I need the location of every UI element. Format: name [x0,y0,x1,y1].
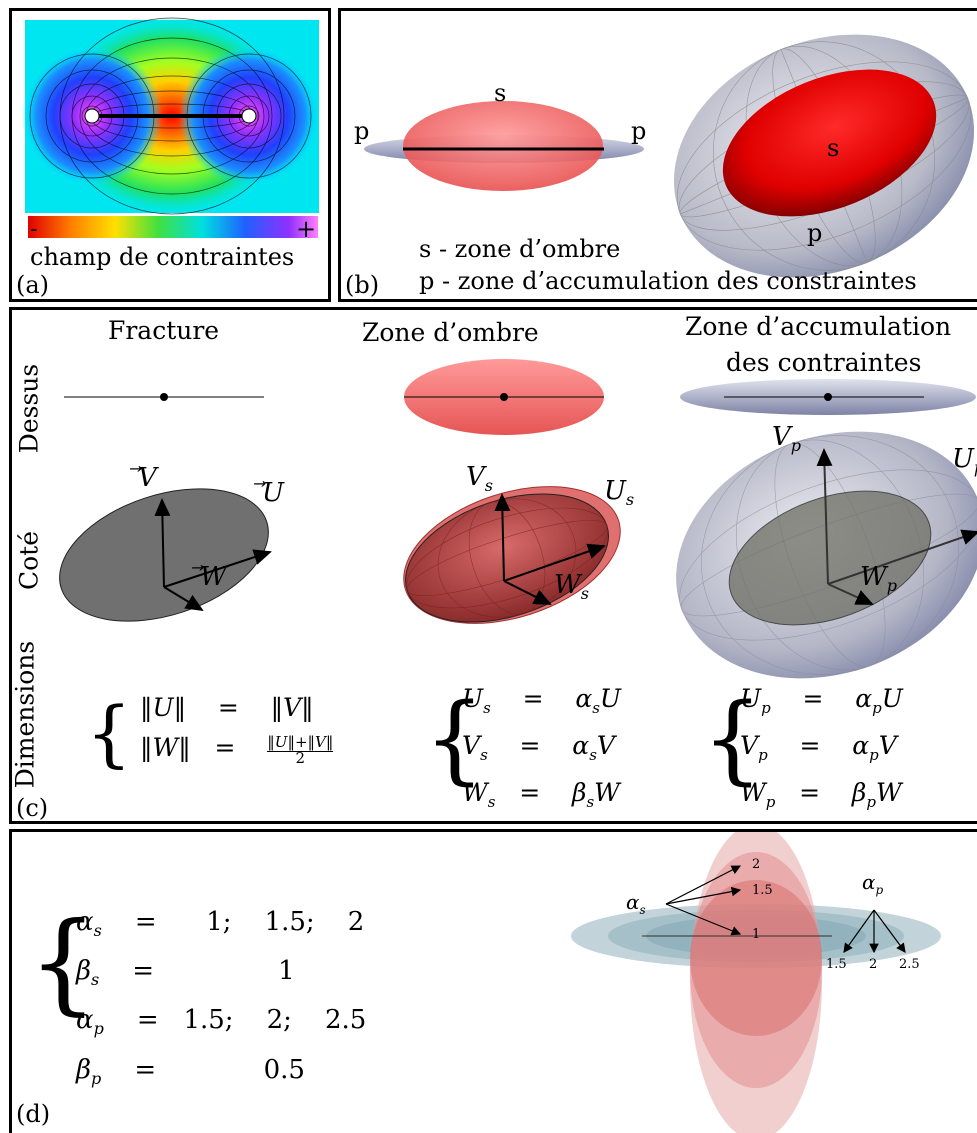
param-row-beta-s: βs = 1 [76,956,295,990]
alpha-p-value-1-5: 1.5 [826,957,847,972]
eq-fracture: ‖U‖ = ‖V‖ ‖W‖ = ‖U‖+‖V‖2 [140,693,334,767]
param-table: αs = 1; 1.5; 2 βs = 1 αp = 1.5; 2; 2.5 β… [76,902,366,1099]
alpha-p-value-2-5: 2.5 [899,957,920,972]
alpha-p-value-2: 2 [869,957,878,972]
vec-Vs: Vs [466,462,493,496]
vec-Us: Us [604,476,635,510]
param-row-beta-p: βp = 0.5 [76,1054,305,1088]
col-accum-1: Zone d’accumulation [685,312,952,341]
stress-field-map [22,16,319,238]
flat-s-label: s [494,79,507,107]
row-dims: Dimensions [10,640,40,789]
flat-p-left-label: p [354,117,370,145]
alpha-s-value-1: 1 [752,927,761,942]
eq-shadow: Us = αsU Vs = αsV Ws = βsW [462,684,621,811]
vec-Up: Up [952,444,977,476]
scale-min-label: - [30,217,38,242]
panel-a: - + champ de contraintes (a) [9,8,331,302]
svg-text:{: { [86,691,132,775]
3d-p-label: p [807,219,823,247]
scale-caption: champ de contraintes [30,243,295,271]
svg-text:{: { [702,683,763,795]
svg-text:{: { [28,898,98,1026]
row-side: Coté [14,530,44,591]
param-row-alpha-s: αs = 1; 1.5; 2 [76,907,365,941]
vec-V: ⃗V [138,463,157,493]
param-row-alpha-p: αp = 1.5; 2; 2.5 [76,1005,367,1039]
vec-Wp: Wp [860,562,897,596]
panel-b-tag: (b) [345,271,380,299]
3d-s-label: s [827,134,840,162]
panel-a-tag: (a) [16,271,50,299]
vec-Ws: Ws [554,570,589,604]
col-shadow: Zone d’ombre [362,318,539,347]
row-top: Dessus [14,363,44,454]
panel-b: s p p s p s - zone d’ombre p - zone d’ac… [338,8,977,302]
alpha-s-value-2: 2 [752,857,761,872]
scale-max-label: + [296,215,317,243]
svg-text:{: { [424,683,485,795]
alpha-s-value-1-5: 1.5 [752,883,773,898]
parameter-diagram: { [28,832,941,1133]
vec-W: ⃗W [200,562,227,592]
col-fracture: Fracture [108,316,220,345]
flat-p-right-label: p [631,117,647,145]
panel-c: { { { Fracture Zone d’ombre Zone d’accum… [9,307,977,824]
panel-d-tag: (d) [16,1100,51,1128]
alpha-p-label: αp [862,870,884,897]
vec-U: ⃗U [262,478,284,508]
fracture-diagram: { { { [59,359,977,795]
eq-accum: Up = αpU Vp = αpV Wp = βpW [740,684,903,811]
panel-c-tag: (c) [16,794,49,822]
color-scale-bar [28,216,318,238]
panel-d: { αs = 1; 1.5; 2 βs = 1 αp = 1.5; 2; 2.5 [9,829,977,1133]
col-accum-2: des contraintes [726,348,922,377]
legend-s: s - zone d’ombre [419,235,621,263]
zones-diagram [364,34,975,278]
vec-Vp: Vp [772,422,802,456]
legend-p: p - zone d’accumulation des constraintes [419,267,917,295]
alpha-s-label: αs [626,890,646,917]
